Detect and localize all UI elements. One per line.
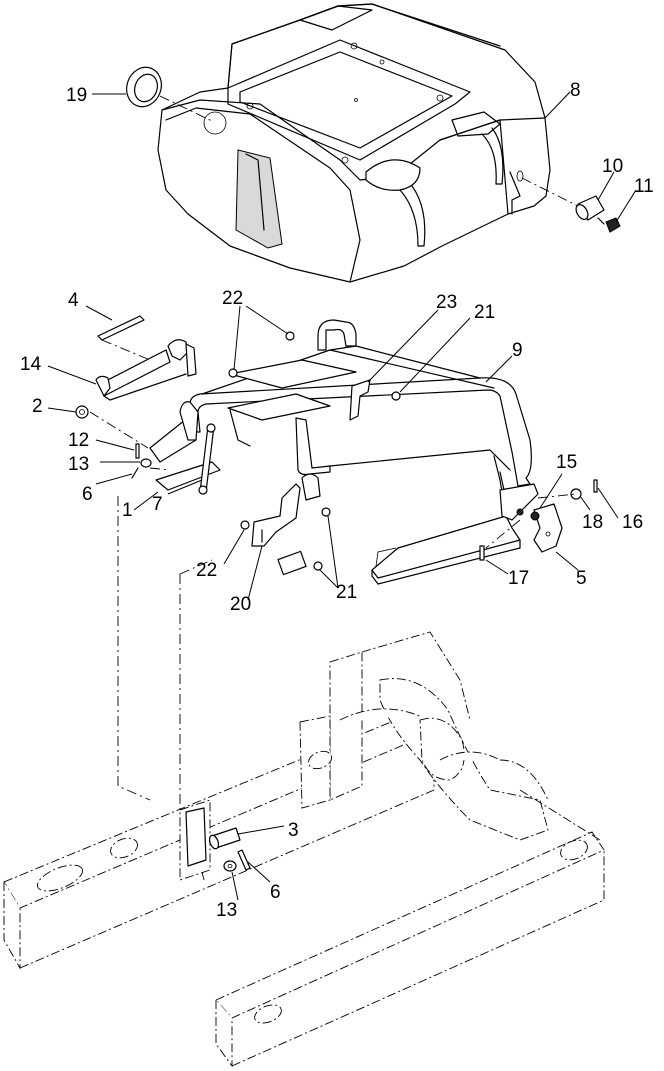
bracket-20 (251, 473, 321, 547)
callout-21-lower: 21 (336, 582, 357, 603)
callout-5: 5 (576, 568, 587, 589)
bracket-23 (349, 379, 371, 421)
callout-11: 11 (634, 176, 654, 197)
latch-5 (499, 483, 563, 553)
callout-10: 10 (602, 156, 623, 177)
plate-cross (227, 359, 357, 421)
callout-12: 12 (68, 430, 89, 451)
rear-bracket (149, 401, 199, 463)
seat-pod-cover (157, 3, 551, 283)
screw-6-lower (237, 849, 251, 871)
callout-8: 8 (570, 80, 581, 101)
chassis-frame (3, 631, 605, 1068)
callout-9: 9 (512, 340, 523, 361)
callout-3: 3 (288, 820, 299, 841)
seat-frame-9 (189, 319, 532, 585)
washer-13-lower (223, 860, 237, 872)
callout-17: 17 (508, 568, 529, 589)
callout-4: 4 (68, 290, 79, 311)
callout-labels: 19 8 10 11 4 22 23 21 9 14 2 12 13 6 1 7… (20, 80, 654, 921)
callout-7: 7 (152, 494, 163, 515)
callout-13-lower: 13 (216, 900, 237, 921)
callout-2: 2 (32, 396, 43, 417)
callout-19: 19 (66, 85, 87, 106)
rod-7 (198, 423, 216, 495)
callout-16: 16 (622, 512, 643, 533)
callout-21-top: 21 (474, 302, 495, 323)
bolt-3 (185, 807, 241, 867)
callout-13-upper: 13 (68, 454, 89, 475)
fasteners (75, 315, 598, 576)
callout-14: 14 (20, 354, 42, 375)
callout-20: 20 (230, 594, 251, 615)
leader-lines (47, 91, 637, 901)
bracket-14 (95, 339, 197, 401)
callout-18: 18 (582, 512, 603, 533)
assembly-lines-upper (89, 339, 577, 810)
callout-6-upper: 6 (82, 484, 93, 505)
callout-22-top: 22 (222, 288, 243, 309)
callout-1: 1 (122, 500, 133, 521)
callout-22-lower: 22 (196, 560, 217, 581)
callout-15: 15 (556, 452, 577, 473)
callout-23: 23 (436, 292, 457, 313)
knob-10 (521, 177, 605, 221)
callout-6-lower: 6 (270, 882, 281, 903)
grommet-19 (126, 66, 215, 123)
